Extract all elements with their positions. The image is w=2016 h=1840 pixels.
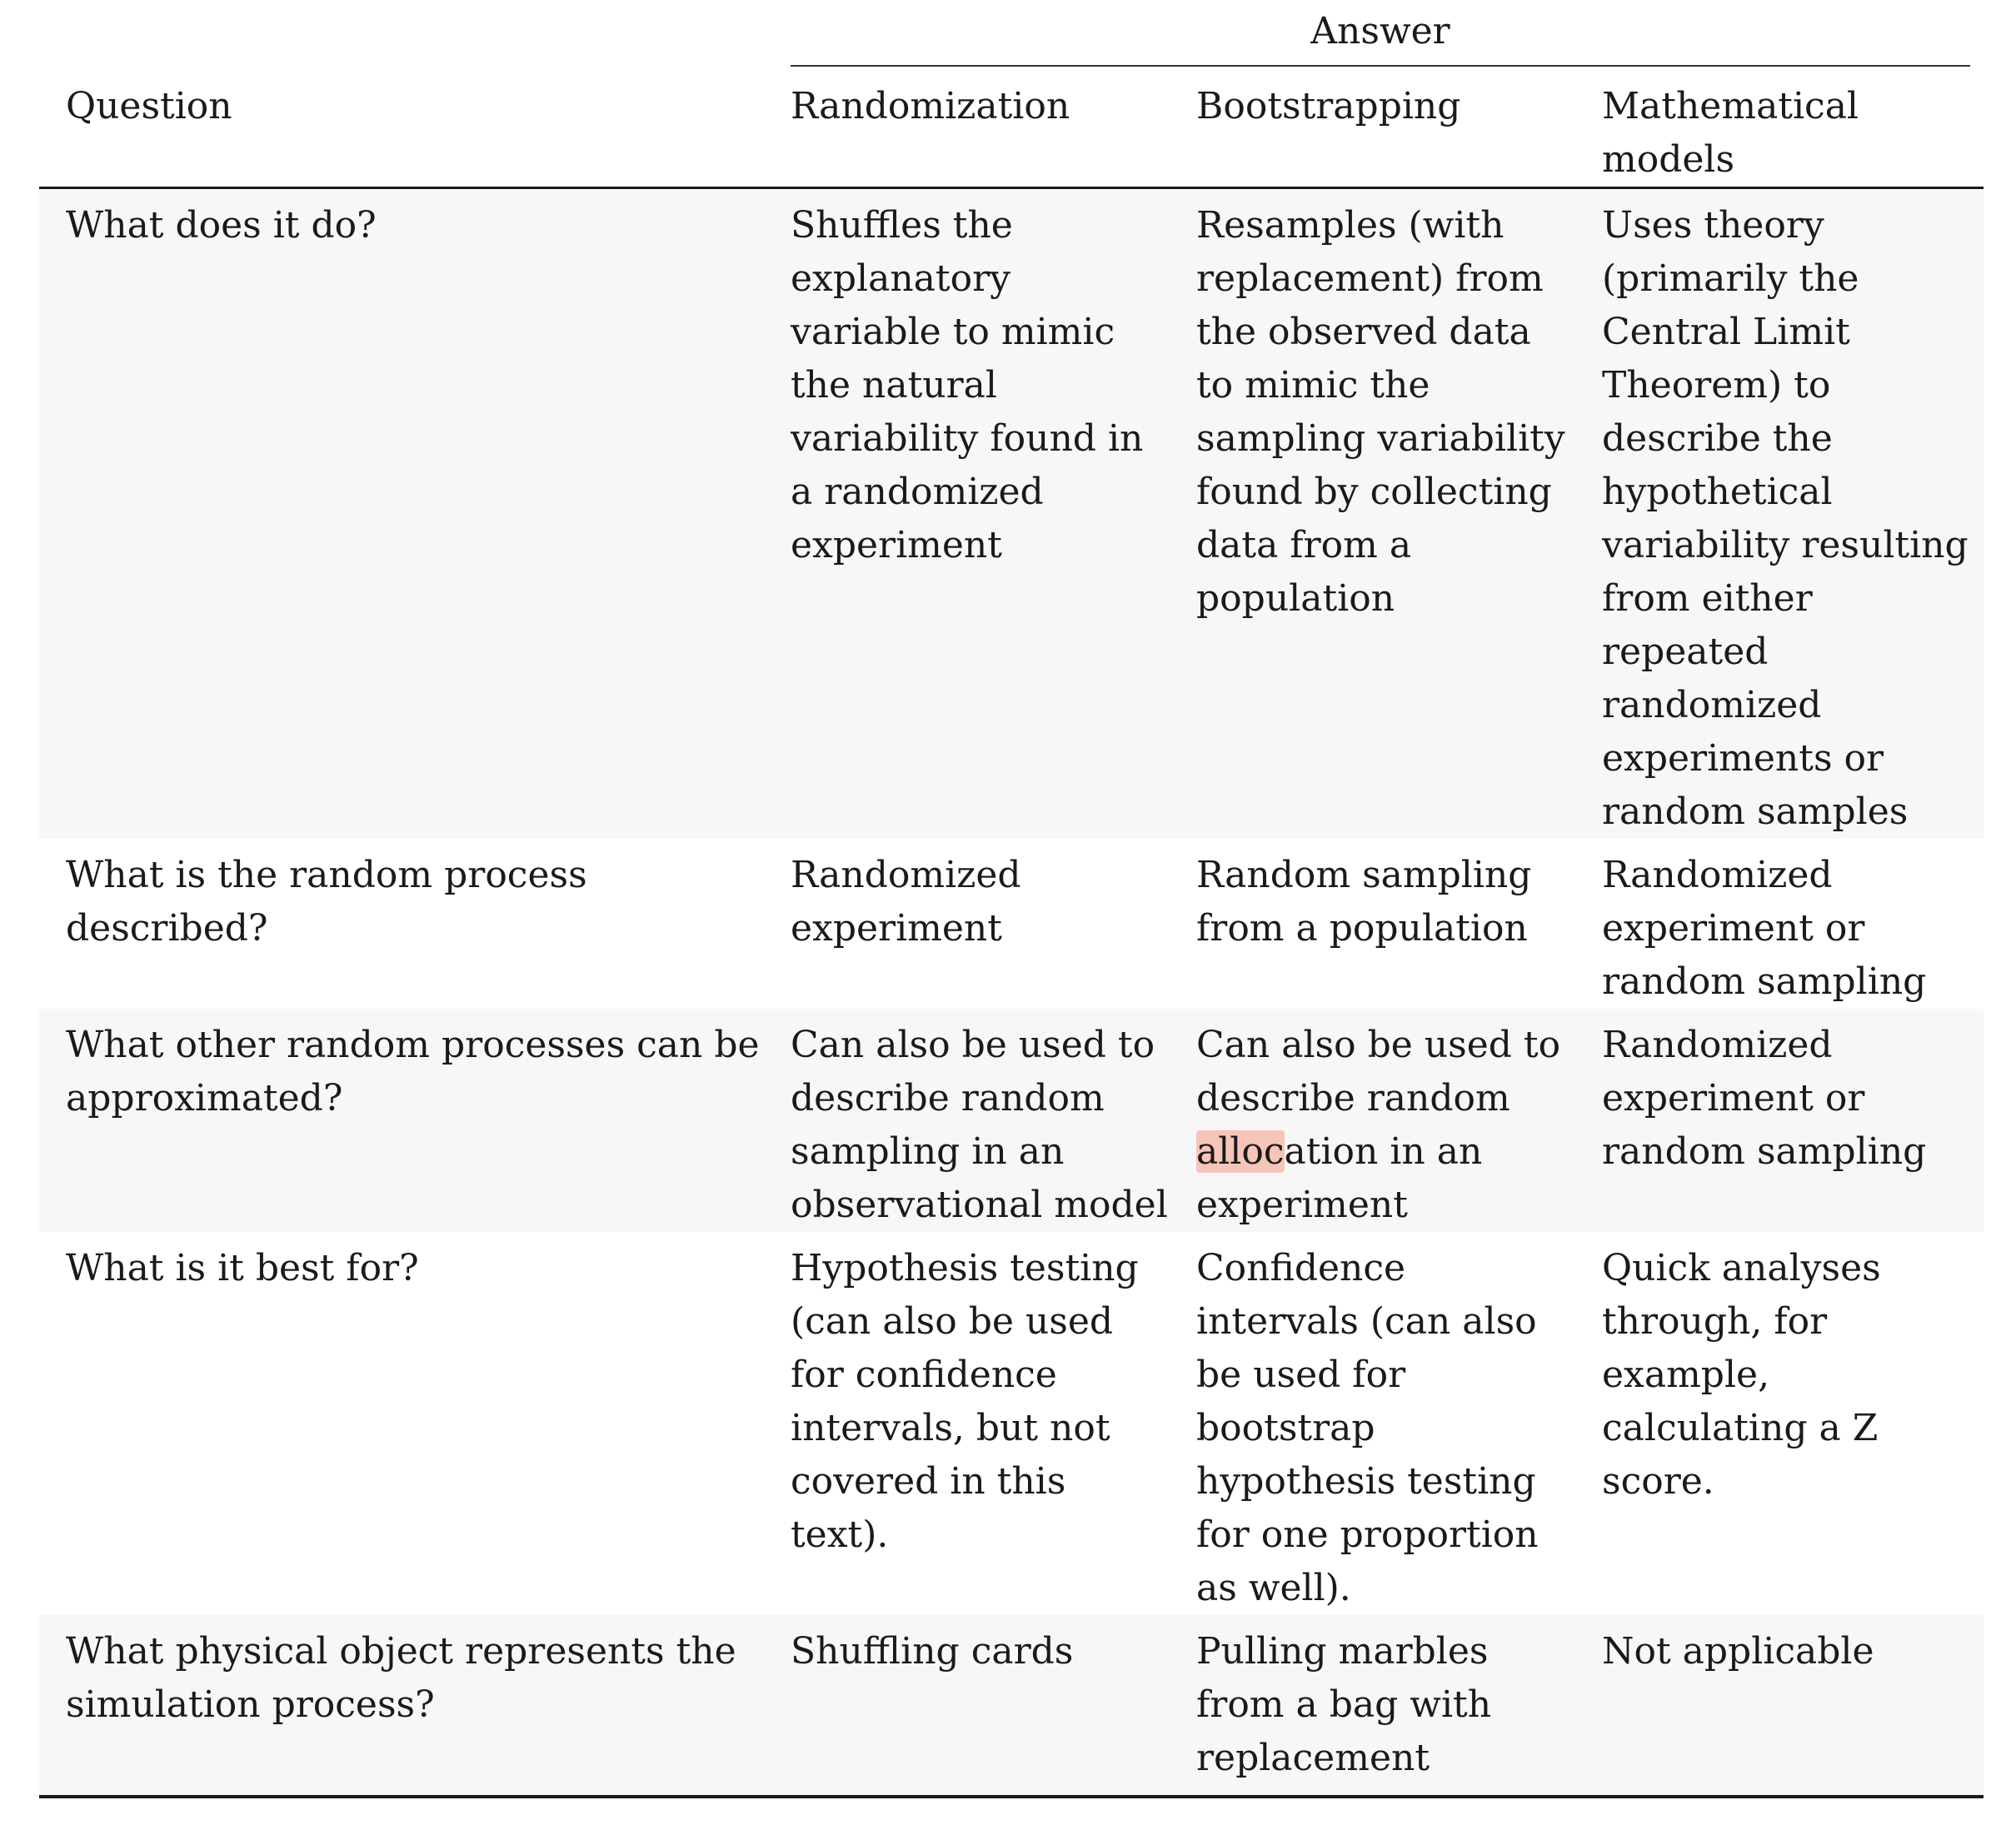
table-row: What physical object represents the simu… xyxy=(39,1615,1984,1798)
cell-randomization: Hypothesis testing (can also be used for… xyxy=(791,1247,1139,1556)
table-row: What does it do? Shuffles the explanator… xyxy=(39,187,1984,839)
highlighted-text: alloc xyxy=(1196,1130,1285,1173)
cell-mathematical-models: Quick analyses through, for example, cal… xyxy=(1602,1247,1881,1503)
cell-question: What is the random process described? xyxy=(66,854,587,950)
column-header-row: Question Randomization Bootstrapping Mat… xyxy=(39,70,1984,189)
cell-text-after-highlight: ation in an experiment xyxy=(1196,1130,1483,1226)
cell-randomization: Shuffles the explanatory variable to mim… xyxy=(764,187,1170,839)
cell-bootstrapping: Resamples (with replacement) from the ob… xyxy=(1170,187,1575,839)
table-row: What other random processes can be appro… xyxy=(39,1009,1984,1232)
spanner-empty-cell xyxy=(39,0,764,70)
cell-bootstrapping: Pulling marbles from a bag with replacem… xyxy=(1170,1615,1575,1798)
comparison-table: Answer Question Randomization Bootstrapp… xyxy=(39,0,1984,1798)
cell-question: What does it do? xyxy=(39,187,764,839)
column-header-question: Question xyxy=(39,70,764,189)
spanner-label-answer: Answer xyxy=(791,5,1970,67)
cell-bootstrapping: Can also be used to describe random allo… xyxy=(1170,1009,1575,1232)
cell-randomization: Randomized experiment xyxy=(791,854,1021,950)
cell-randomization: Shuffling cards xyxy=(764,1615,1170,1798)
cell-randomization: Can also be used to describe random samp… xyxy=(764,1009,1170,1232)
column-header-mathematical-models: Mathematical models xyxy=(1575,70,1984,189)
cell-bootstrapping: Random sampling from a population xyxy=(1196,854,1532,950)
cell-bootstrapping: Confidence intervals (can also be used f… xyxy=(1196,1247,1539,1609)
cell-mathematical-models: Randomized experiment or random sampling xyxy=(1575,1009,1984,1232)
comparison-table-container: Answer Question Randomization Bootstrapp… xyxy=(39,0,1984,1798)
cell-mathematical-models: Randomized experiment or random sampling xyxy=(1602,854,1927,1003)
cell-question: What is it best for? xyxy=(66,1247,419,1289)
cell-mathematical-models: Not applicable xyxy=(1575,1615,1984,1798)
cell-question: What physical object represents the simu… xyxy=(39,1615,764,1798)
cell-text-before-highlight: Can also be used to describe random xyxy=(1196,1024,1561,1119)
column-header-randomization: Randomization xyxy=(764,70,1170,189)
column-header-bootstrapping: Bootstrapping xyxy=(1170,70,1575,189)
table-row: What is the random process described? Ra… xyxy=(39,839,1984,1009)
spanner-header-row: Answer xyxy=(39,0,1984,70)
table-row: What is it best for? Hypothesis testing … xyxy=(39,1232,1984,1615)
spanner-cell: Answer xyxy=(764,0,1984,70)
cell-question: What other random processes can be appro… xyxy=(39,1009,764,1232)
cell-mathematical-models: Uses theory (primarily the Central Limit… xyxy=(1575,187,1984,839)
